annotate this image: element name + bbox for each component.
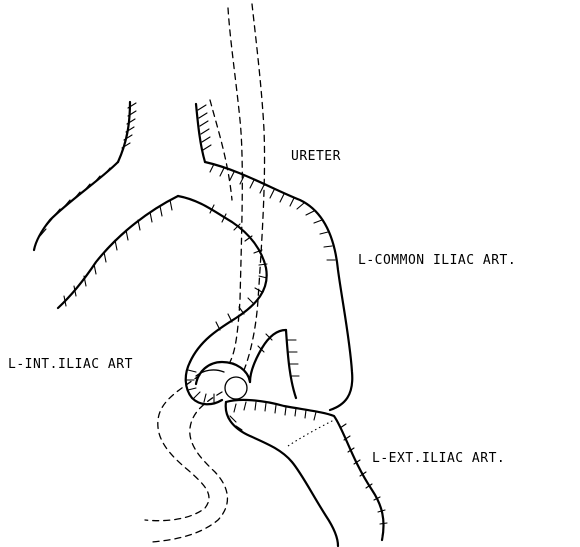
aorta-wall (118, 102, 211, 162)
label-common-iliac: L-COMMON ILIAC ART. (358, 253, 516, 268)
left-internal-iliac (186, 362, 250, 404)
right-iliac-branch (34, 162, 178, 308)
vessel-lumen-circle (225, 377, 247, 399)
ureter-outline (145, 4, 265, 542)
label-ureter: URETER (291, 149, 341, 164)
label-external-iliac: L-EXT.ILIAC ART. (372, 451, 505, 466)
left-common-iliac (178, 162, 352, 410)
left-external-iliac (226, 400, 387, 546)
label-internal-iliac: L-INT.ILIAC ART (8, 357, 133, 372)
